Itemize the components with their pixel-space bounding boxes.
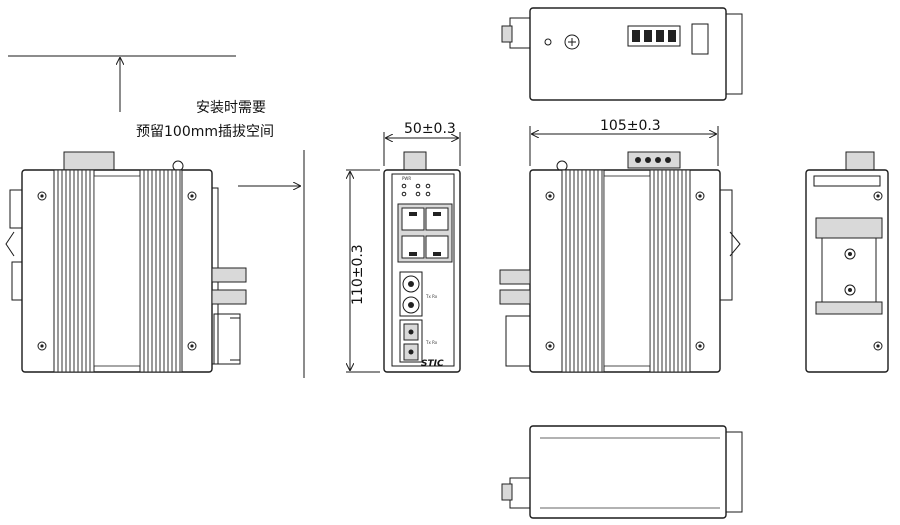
front-view: 50±0.3 110±0.3 PWR [346, 121, 461, 373]
left-side-view [5, 151, 247, 373]
sc-fiber-ports: Tx Rx [399, 319, 438, 363]
bottom-view [501, 425, 743, 519]
height-dimension: 110±0.3 [350, 244, 366, 305]
rear-view [805, 151, 889, 373]
length-dimension: 105±0.3 [600, 118, 661, 134]
width-dimension: 50±0.3 [404, 121, 456, 137]
heatsink-fins-left [53, 169, 183, 373]
svg-text:PWR: PWR [402, 176, 411, 181]
note-line-1: 安装时需要 [196, 100, 266, 116]
note-line-2: 预留100mm插拔空间 [136, 124, 274, 140]
rj45-ports [397, 203, 453, 263]
st-fiber-ports: Tx Rx [399, 271, 438, 317]
right-side-view: 105±0.3 [499, 118, 741, 373]
svg-text:Tx Rx: Tx Rx [425, 294, 438, 299]
svg-text:Tx Rx: Tx Rx [425, 340, 438, 345]
clearance-note: 安装时需要 预留100mm插拔空间 [8, 55, 305, 378]
brand-logo: STIC [421, 359, 444, 369]
status-leds: PWR [401, 176, 431, 197]
top-view [501, 7, 743, 101]
